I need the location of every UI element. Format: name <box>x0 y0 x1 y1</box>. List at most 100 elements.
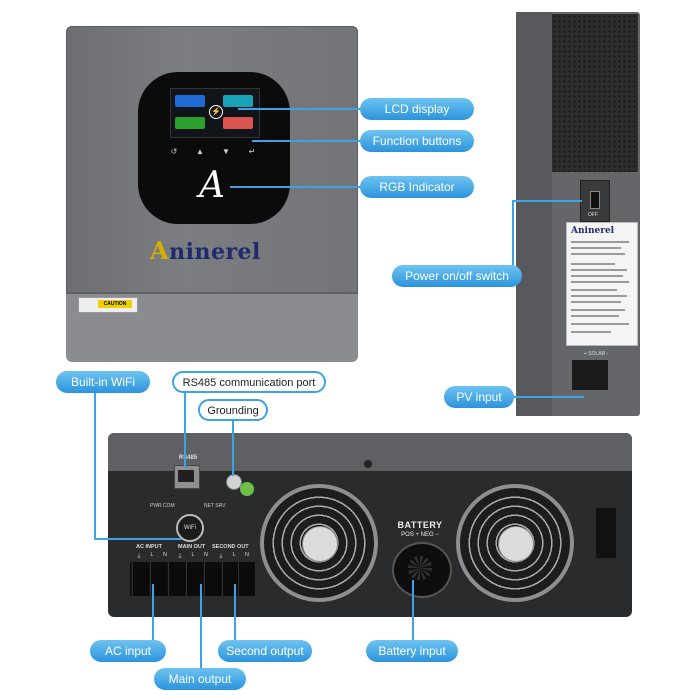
callout-ac-input: AC input <box>90 640 166 662</box>
spec-line <box>571 323 629 325</box>
callout-line-lcd <box>238 108 360 110</box>
terminal-letter: ⏚ <box>218 554 224 560</box>
net-srv-label: NET SRV <box>204 503 226 509</box>
lcd-icon-load <box>223 117 253 129</box>
spec-line <box>571 289 617 291</box>
callout-rs485-port: RS485 communication port <box>172 371 326 393</box>
lcd-icon-input <box>175 95 205 107</box>
enter-button[interactable]: ↵ <box>248 147 256 156</box>
power-switch[interactable] <box>580 180 610 222</box>
down-button[interactable]: ▼ <box>222 147 230 156</box>
spec-line <box>571 281 629 283</box>
caution-label: CAUTION <box>98 300 132 308</box>
switch-toggle[interactable] <box>590 191 600 209</box>
rs485-label: RS485 <box>178 455 198 461</box>
callout-rgb-indicator: RGB Indicator <box>360 176 474 198</box>
callout-power-switch: Power on/off switch <box>392 265 522 287</box>
terminal-letter: N <box>163 552 167 558</box>
mount-hole <box>364 460 372 468</box>
callout-line-power-h <box>512 200 582 202</box>
callout-line-main-output <box>200 584 202 668</box>
callout-grounding: Grounding <box>198 399 268 421</box>
battery-polarity-label: POS + NEG − <box>401 532 439 538</box>
lcd-icon-battery <box>175 117 205 129</box>
terminal-letter: N <box>204 552 208 558</box>
spec-label: Aninerel <box>566 222 638 346</box>
callout-second-output: Second output <box>218 640 312 662</box>
callout-line-wifi-h <box>94 538 182 540</box>
side-connector-block <box>596 508 616 558</box>
grounding-screw[interactable] <box>226 474 242 490</box>
terminal-letter: ⏚ <box>136 554 142 560</box>
brand-rest: ninerel <box>169 239 261 265</box>
pv-connectors[interactable] <box>572 360 608 390</box>
main-out-terminal[interactable] <box>186 562 203 596</box>
ground-sticker <box>240 482 254 496</box>
main-out-terminal[interactable] <box>204 562 221 596</box>
lcd-center-icon: ⚡ <box>209 105 223 119</box>
ac-input-terminal[interactable] <box>150 562 167 596</box>
spec-line <box>571 253 625 255</box>
rs485-port-socket <box>178 470 194 482</box>
main-out-terminal[interactable] <box>168 562 185 596</box>
up-button[interactable]: ▲ <box>196 147 204 156</box>
cooling-fan-left <box>260 484 378 602</box>
callout-lcd-display: LCD display <box>360 98 474 120</box>
callout-line-pv <box>512 396 584 398</box>
spec-line <box>571 241 629 243</box>
callout-line-rgb <box>230 186 360 188</box>
callout-battery-input: Battery input <box>366 640 458 662</box>
switch-off-label: OFF <box>588 212 598 218</box>
terminal-letter: N <box>245 552 249 558</box>
callout-line-battery <box>412 580 414 640</box>
spec-line <box>571 295 627 297</box>
spec-line <box>571 331 611 333</box>
ac-input-terminal[interactable] <box>132 562 149 596</box>
battery-terminal-grommet <box>408 556 432 580</box>
callout-builtin-wifi: Built-in WiFi <box>56 371 150 393</box>
side-unit-front-edge <box>516 12 552 416</box>
callout-pv-input: PV input <box>444 386 514 408</box>
lcd-icon-output <box>223 95 253 107</box>
terminal-letter: L <box>191 552 195 558</box>
ventilation-grille <box>552 14 638 172</box>
callout-line-second-output <box>234 584 236 640</box>
function-button-row: ↺ ▲ ▼ ↵ <box>170 148 262 158</box>
callout-main-output: Main output <box>154 668 246 690</box>
brand-logo: Aninerel <box>150 236 280 265</box>
spec-line <box>571 247 621 249</box>
terminal-letter: L <box>232 552 236 558</box>
solar-label: + SOLAR - <box>584 351 609 357</box>
spec-line <box>571 269 627 271</box>
spec-line <box>571 309 625 311</box>
callout-line-rs485 <box>184 392 186 468</box>
callout-line-buttons <box>252 140 360 142</box>
brand-initial: A <box>150 236 170 265</box>
spec-line <box>571 275 623 277</box>
callout-line-wifi-v <box>94 392 96 540</box>
terminal-letter: ⏚ <box>177 554 183 560</box>
battery-terminal[interactable] <box>392 542 452 598</box>
second-out-header: SECOND OUT <box>212 544 249 550</box>
spec-brand: Aninerel <box>571 226 615 236</box>
spec-line <box>571 315 619 317</box>
cooling-fan-right <box>456 484 574 602</box>
second-out-terminal[interactable] <box>222 562 239 596</box>
callout-line-ac-input <box>152 584 154 640</box>
terminal-letter: L <box>150 552 154 558</box>
rgb-indicator-logo: A <box>199 165 225 206</box>
callout-function-buttons: Function buttons <box>360 130 474 152</box>
ac-input-header: AC INPUT <box>136 544 162 550</box>
main-out-header: MAIN OUT <box>178 544 206 550</box>
callout-line-ground <box>232 420 234 476</box>
battery-label: BATTERY <box>397 520 443 530</box>
wifi-module[interactable]: WiFi <box>176 514 204 542</box>
spec-line <box>571 301 621 303</box>
fan-hub <box>302 526 338 562</box>
lcd-screen: ⚡ <box>170 88 260 138</box>
pwr-com-label: PWR COM <box>150 503 175 509</box>
second-out-terminal[interactable] <box>238 562 255 596</box>
fan-hub <box>498 526 534 562</box>
callout-line-power-v <box>512 200 514 276</box>
return-button[interactable]: ↺ <box>170 147 178 156</box>
